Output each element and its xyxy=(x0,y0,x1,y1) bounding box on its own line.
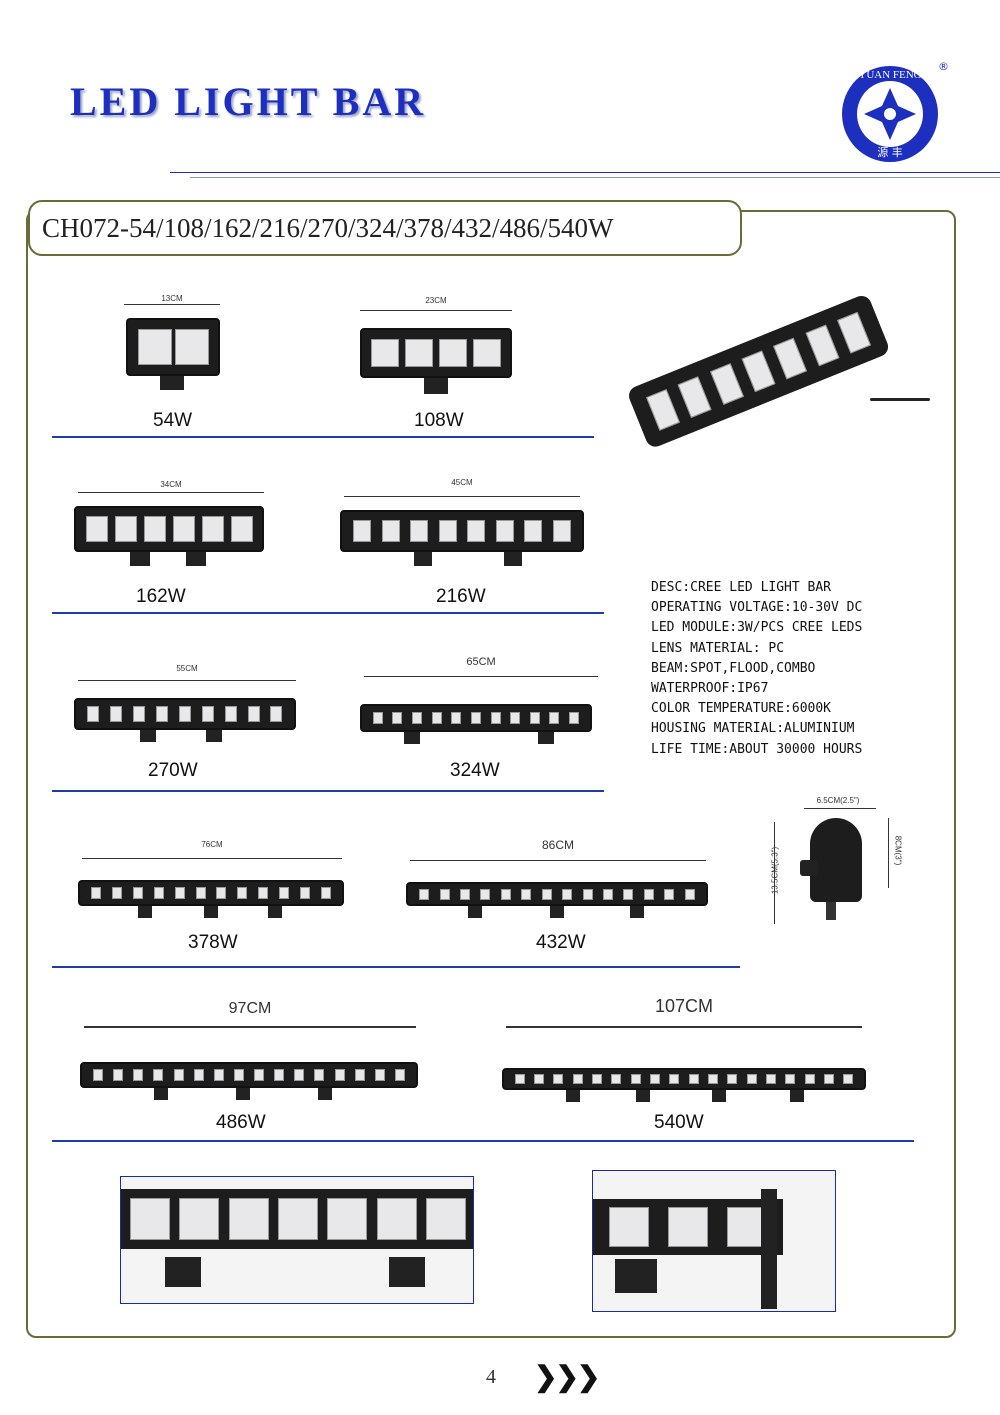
dimension-arrow xyxy=(410,860,706,861)
light-bar-162w xyxy=(74,506,264,552)
light-bar-54w xyxy=(126,318,220,376)
spec-led-module: LED MODULE:3W/PCS CREE LEDS xyxy=(651,620,863,636)
wattage-label: 486W xyxy=(216,1112,266,1133)
model-number: CH072-54/108/162/216/270/324/378/432/486… xyxy=(28,200,742,256)
mount-bracket xyxy=(130,552,150,566)
dimension-label: 97CM xyxy=(228,1000,272,1017)
spec-housing: HOUSING MATERIAL:ALUMINIUM xyxy=(651,721,855,737)
dimension-label: 65CM xyxy=(466,656,496,668)
light-bar-378w xyxy=(78,880,344,906)
mount-bracket xyxy=(404,732,420,744)
dimension-arrow xyxy=(344,496,580,497)
mount-bracket xyxy=(206,730,222,742)
registered-mark: ® xyxy=(938,60,948,73)
mount-bracket xyxy=(504,552,522,566)
light-bar-432w xyxy=(406,882,708,906)
dimension-label: 55CM xyxy=(176,664,198,673)
spec-list: DESC:CREE LED LIGHT BAR OPERATING VOLTAG… xyxy=(651,578,862,760)
light-bar-216w xyxy=(340,510,584,552)
page-title: LED LIGHT BAR xyxy=(70,79,427,124)
mount-bracket xyxy=(712,1090,726,1102)
product-photo-angled xyxy=(626,292,940,502)
dimension-arrow xyxy=(84,1026,416,1028)
spec-waterproof: WATERPROOF:IP67 xyxy=(651,681,769,697)
mount-bracket xyxy=(468,906,482,918)
spec-lens: LENS MATERIAL: PC xyxy=(651,640,785,656)
wattage-label: 432W xyxy=(536,932,586,953)
dimension-arrow xyxy=(360,310,512,311)
wattage-label: 270W xyxy=(148,760,198,781)
dimension-label: 23CM xyxy=(425,296,447,305)
row-separator xyxy=(52,790,604,792)
dimension-label: 76CM xyxy=(201,840,223,849)
mount-bracket xyxy=(318,1088,332,1100)
dimension-label: 34CM xyxy=(160,480,182,489)
light-bar-540w xyxy=(502,1068,866,1090)
mount-bracket xyxy=(186,552,206,566)
dimension-label: 45CM xyxy=(451,478,473,487)
dimension-label: 107CM xyxy=(654,996,714,1016)
dimension-arrow xyxy=(78,680,296,681)
dimension-label: 86CM xyxy=(541,838,574,852)
spec-beam: BEAM:SPOT,FLOOD,COMBO xyxy=(651,660,816,676)
mount-bracket xyxy=(140,730,156,742)
header-rule-2 xyxy=(190,177,1000,178)
logo-text-top: YUAN FENG xyxy=(858,69,921,81)
mount-bracket xyxy=(154,1088,168,1100)
wattage-label: 162W xyxy=(136,586,186,607)
row-separator xyxy=(52,1140,914,1142)
mount-bracket xyxy=(138,906,152,918)
wattage-label: 216W xyxy=(436,586,486,607)
mount-bracket xyxy=(204,906,218,918)
logo-text-bottom: 源 丰 xyxy=(877,145,903,159)
side-view-diagram: 6.5CM(2.5") 13.5CM(5.3") 8CM(3") xyxy=(760,790,910,930)
dimension-arrow xyxy=(78,492,264,493)
dimension-label: 13CM xyxy=(161,294,183,303)
mount-bracket xyxy=(636,1090,650,1102)
light-bar-270w xyxy=(74,698,296,730)
header-rule xyxy=(170,172,1000,173)
dimension-arrow xyxy=(506,1026,862,1028)
mount-bracket xyxy=(424,378,448,394)
row-separator xyxy=(52,612,604,614)
side-height-label: 13.5CM(5.3") xyxy=(770,846,780,895)
spec-life-time: LIFE TIME:ABOUT 30000 HOURS xyxy=(651,741,863,757)
yuan-feng-logo: YUAN FENG 源 丰 ® xyxy=(842,60,948,162)
wattage-label: 54W xyxy=(153,410,193,431)
light-bar-486w xyxy=(80,1062,418,1088)
spec-voltage: OPERATING VOLTAGE:10-30V DC xyxy=(651,600,863,616)
dimension-arrow xyxy=(364,676,598,677)
mount-bracket xyxy=(566,1090,580,1102)
mount-bracket xyxy=(414,552,432,566)
detail-photo-end xyxy=(592,1170,836,1312)
wattage-label: 324W xyxy=(450,760,500,781)
mount-bracket xyxy=(538,732,554,744)
mount-bracket xyxy=(790,1090,804,1102)
light-bar-108w xyxy=(360,328,512,378)
mount-bracket xyxy=(630,906,644,918)
dimension-arrow xyxy=(124,304,220,305)
mount-bracket xyxy=(550,906,564,918)
wattage-label: 108W xyxy=(414,410,464,431)
wattage-label: 540W xyxy=(654,1112,704,1133)
row-separator xyxy=(52,436,594,438)
side-width-label: 6.5CM(2.5") xyxy=(816,796,860,805)
wattage-label: 378W xyxy=(188,932,238,953)
side-depth-label: 8CM(3") xyxy=(893,835,903,866)
detail-photo-front xyxy=(120,1176,474,1304)
row-separator xyxy=(52,966,740,968)
light-bar-324w xyxy=(360,704,592,732)
mount-bracket xyxy=(160,376,184,390)
spec-color-temp: COLOR TEMPERATURE:6000K xyxy=(651,701,832,717)
mount-bracket xyxy=(268,906,282,918)
page-number: 4 xyxy=(486,1366,496,1388)
dimension-arrow xyxy=(82,858,342,859)
mount-bracket xyxy=(236,1088,250,1100)
spec-desc: DESC:CREE LED LIGHT BAR xyxy=(651,580,832,595)
next-page-arrows-icon[interactable]: ❯❯❯ xyxy=(534,1361,600,1392)
